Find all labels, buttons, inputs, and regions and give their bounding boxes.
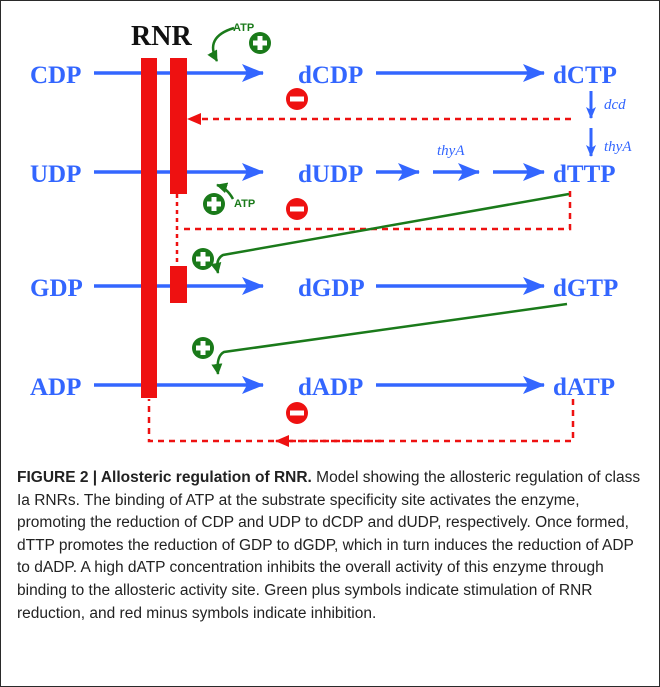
node-udp: UDP bbox=[30, 161, 81, 188]
plus-icon bbox=[249, 32, 271, 54]
node-dcdp: dCDP bbox=[298, 62, 363, 89]
atp-curve-bottom bbox=[216, 182, 235, 200]
node-dgtp: dGTP bbox=[553, 275, 618, 302]
atp-curve-top bbox=[207, 26, 235, 62]
atp-label-top: ATP bbox=[233, 22, 254, 34]
rnr-bar-specificity-top bbox=[170, 58, 187, 194]
node-datp: dATP bbox=[553, 374, 615, 401]
minus-symbols bbox=[286, 88, 308, 424]
enzyme-thya-horizontal: thyA bbox=[437, 143, 465, 159]
node-dttp: dTTP bbox=[553, 161, 616, 188]
node-labels: CDP UDP GDP ADP dCDP dUDP dGDP dADP dCTP… bbox=[30, 62, 618, 401]
rnr-bar-activity bbox=[141, 58, 157, 398]
node-dctp: dCTP bbox=[553, 62, 617, 89]
rnr-bar-specificity-bottom bbox=[170, 266, 187, 303]
enzyme-thya-vertical: thyA bbox=[604, 139, 632, 155]
plus-icon bbox=[192, 337, 214, 359]
caption-title: FIGURE 2 | Allosteric regulation of RNR. bbox=[17, 469, 312, 486]
caption-body: Model showing the allosteric regulation … bbox=[17, 469, 641, 622]
node-dudp: dUDP bbox=[298, 161, 363, 188]
atp-label-bottom: ATP bbox=[234, 198, 255, 210]
minus-icon bbox=[286, 198, 308, 220]
enzyme-dcd: dcd bbox=[604, 97, 626, 113]
rnr-regulation-diagram: CDP UDP GDP ADP dCDP dUDP dGDP dADP dCTP… bbox=[30, 21, 632, 447]
stimulation-lines bbox=[207, 26, 570, 375]
minus-icon bbox=[286, 402, 308, 424]
minus-icon bbox=[286, 88, 308, 110]
node-adp: ADP bbox=[30, 374, 81, 401]
node-cdp: CDP bbox=[30, 62, 81, 89]
rnr-label: RNR bbox=[131, 21, 192, 52]
enzyme-labels: dcd thyA thyA bbox=[437, 97, 632, 159]
node-gdp: GDP bbox=[30, 275, 83, 302]
rnr-bars bbox=[141, 58, 187, 398]
stimulation-dttp-to-gdp bbox=[210, 192, 570, 274]
inhibition-loops bbox=[147, 113, 575, 447]
node-dgdp: dGDP bbox=[298, 275, 365, 302]
plus-icon bbox=[203, 193, 225, 215]
inhibition-datp-loop bbox=[147, 399, 575, 443]
plus-icon bbox=[192, 248, 214, 270]
stimulation-dgtp-to-adp bbox=[211, 302, 568, 375]
plus-symbols bbox=[192, 32, 271, 359]
node-dadp: dADP bbox=[298, 374, 363, 401]
figure-caption: FIGURE 2 | Allosteric regulation of RNR.… bbox=[17, 467, 643, 625]
inhibition-dttp-loop bbox=[179, 191, 572, 231]
